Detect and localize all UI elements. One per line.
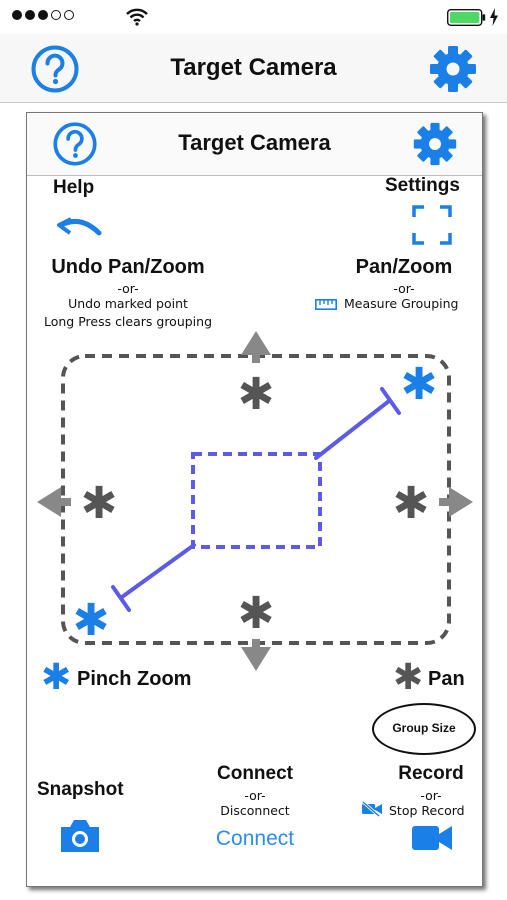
signal-strength-icon [12, 10, 74, 20]
record-or-label: -or- [420, 788, 442, 803]
pan-arrows [37, 331, 473, 671]
connect-or-label: -or- [244, 788, 266, 803]
connect-label: Connect [217, 763, 293, 784]
group-size-oval: Group Size [372, 703, 476, 755]
connect-button[interactable]: Connect [215, 827, 295, 850]
help-overlay-card[interactable]: Target Camera Help Settings Undo P [26, 112, 483, 887]
nav-title: Target Camera [170, 54, 337, 81]
gear-icon [413, 122, 457, 166]
disconnect-label: Disconnect [220, 803, 290, 818]
help-label: Help [53, 177, 95, 198]
pan-zoom-label: Pan/Zoom [355, 256, 453, 278]
long-press-label: Long Press clears grouping [43, 314, 213, 329]
pan-icon: ✱ [393, 657, 424, 698]
status-bar [0, 0, 507, 34]
pinch-point-top-icon: ✱ [400, 359, 438, 410]
measure-grouping-label: Measure Grouping [344, 296, 459, 311]
undo-marked-point-label: Undo marked point [68, 296, 188, 311]
navigation-bar: Target Camera [0, 34, 507, 103]
group-size-label: Group Size [392, 721, 456, 735]
card-title: Target Camera [178, 130, 331, 155]
pan-label: Pan [428, 668, 465, 690]
battery-icon [447, 9, 486, 26]
pan-point-bottom-icon: ✱ [237, 588, 275, 639]
card-header: Target Camera [27, 113, 482, 176]
settings-label: Settings [385, 175, 460, 196]
charging-bolt-icon [490, 8, 498, 26]
zoom-area-outline [191, 452, 322, 549]
undo-or-label: -or- [117, 281, 139, 296]
video-camera-icon [412, 826, 452, 850]
help-icon[interactable] [30, 44, 80, 94]
video-off-icon [362, 801, 382, 817]
pan-point-top-icon: ✱ [237, 369, 275, 420]
pan-point-right-icon: ✱ [392, 478, 430, 529]
pinch-zoom-label: Pinch Zoom [77, 668, 192, 690]
snapshot-label: Snapshot [37, 779, 124, 800]
undo-pan-zoom-label: Undo Pan/Zoom [51, 256, 205, 278]
stop-record-label: Stop Record [389, 803, 465, 818]
undo-icon [57, 217, 102, 236]
pan-zoom-frame-icon [412, 205, 452, 245]
pinch-zoom-icon: ✱ [41, 657, 72, 698]
help-icon [53, 122, 97, 166]
record-label: Record [398, 763, 464, 784]
gear-icon[interactable] [428, 44, 478, 94]
ruler-icon [315, 299, 337, 310]
wifi-icon [126, 8, 148, 26]
pan-zoom-or-label: -or- [393, 281, 415, 296]
pinch-point-bottom-icon: ✱ [72, 595, 110, 646]
camera-icon [61, 820, 99, 852]
pan-point-left-icon: ✱ [80, 478, 118, 529]
gesture-diagram [37, 331, 473, 671]
